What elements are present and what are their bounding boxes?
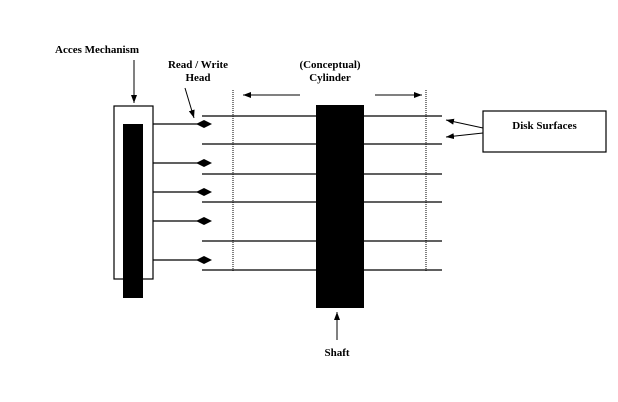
read-write-heads <box>196 120 212 264</box>
cylinder-label-2: Cylinder <box>309 72 351 84</box>
disk-surfaces-arrow <box>445 132 484 140</box>
cylinder-boundaries <box>232 90 427 272</box>
shaft <box>316 105 364 308</box>
cylinder-label: (Conceptual) <box>299 59 361 71</box>
head-arms <box>153 123 200 261</box>
disk-surfaces-arrow <box>445 118 484 129</box>
disk-surfaces-box <box>482 110 607 153</box>
read-write-arrow <box>184 87 195 119</box>
shaft-label: Shaft <box>324 347 350 359</box>
disk-surfaces-label: Disk Surfaces <box>512 120 577 132</box>
head-label: Head <box>185 72 211 84</box>
read-write-label: Read / Write <box>167 59 229 71</box>
access-mechanism <box>113 105 154 298</box>
access-mechanism-label: Acces Mechanism <box>55 44 140 56</box>
